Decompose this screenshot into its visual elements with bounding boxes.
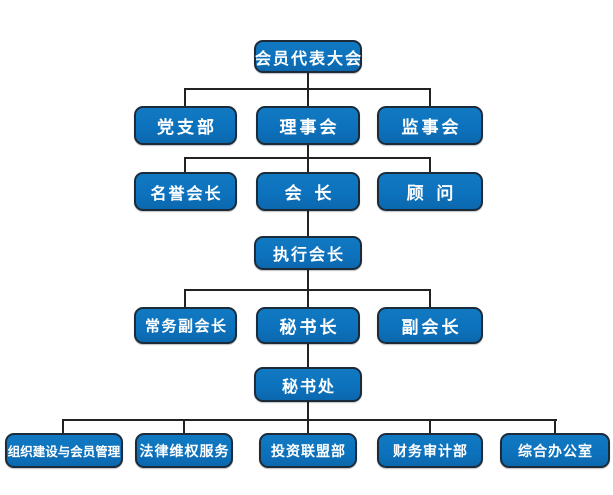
connector-line [307, 211, 309, 236]
connector-line [429, 419, 431, 433]
node-supervisory-board: 监事会 [377, 106, 483, 145]
connector-line [184, 157, 186, 172]
connector-line [184, 88, 431, 90]
connector-line [62, 419, 557, 421]
connector-line [307, 344, 309, 367]
connector-line [184, 157, 431, 159]
node-finance-audit-dept: 财务审计部 [377, 433, 483, 468]
node-general-office: 综合办公室 [500, 433, 610, 468]
connector-line [554, 419, 556, 433]
node-council: 理事会 [256, 106, 360, 145]
node-vice-president: 副会长 [377, 307, 483, 344]
node-org-building-member-mgmt: 组织建设与会员管理 [5, 433, 123, 468]
node-secretariat: 秘书处 [254, 367, 362, 402]
connector-line [307, 402, 309, 433]
node-executive-president: 执行会长 [254, 236, 362, 270]
connector-line [429, 88, 431, 106]
connector-line [184, 289, 186, 307]
node-party-branch: 党支部 [134, 106, 237, 145]
connector-line [429, 157, 431, 172]
connector-line [62, 419, 64, 433]
node-president: 会 长 [256, 172, 360, 211]
connector-line [184, 289, 431, 291]
connector-line [184, 88, 186, 106]
connector-line [183, 419, 185, 433]
node-executive-vice-president: 常务副会长 [134, 307, 237, 344]
node-member-assembly: 会员代表大会 [254, 40, 362, 73]
node-investment-alliance-dept: 投资联盟部 [259, 433, 357, 468]
node-legal-rights-service: 法律维权服务 [135, 433, 233, 468]
node-advisor: 顾 问 [377, 172, 483, 211]
connector-line [429, 289, 431, 307]
node-honorary-president: 名誉会长 [134, 172, 237, 211]
node-secretary-general: 秘书长 [256, 307, 360, 344]
connector-line [307, 270, 309, 307]
